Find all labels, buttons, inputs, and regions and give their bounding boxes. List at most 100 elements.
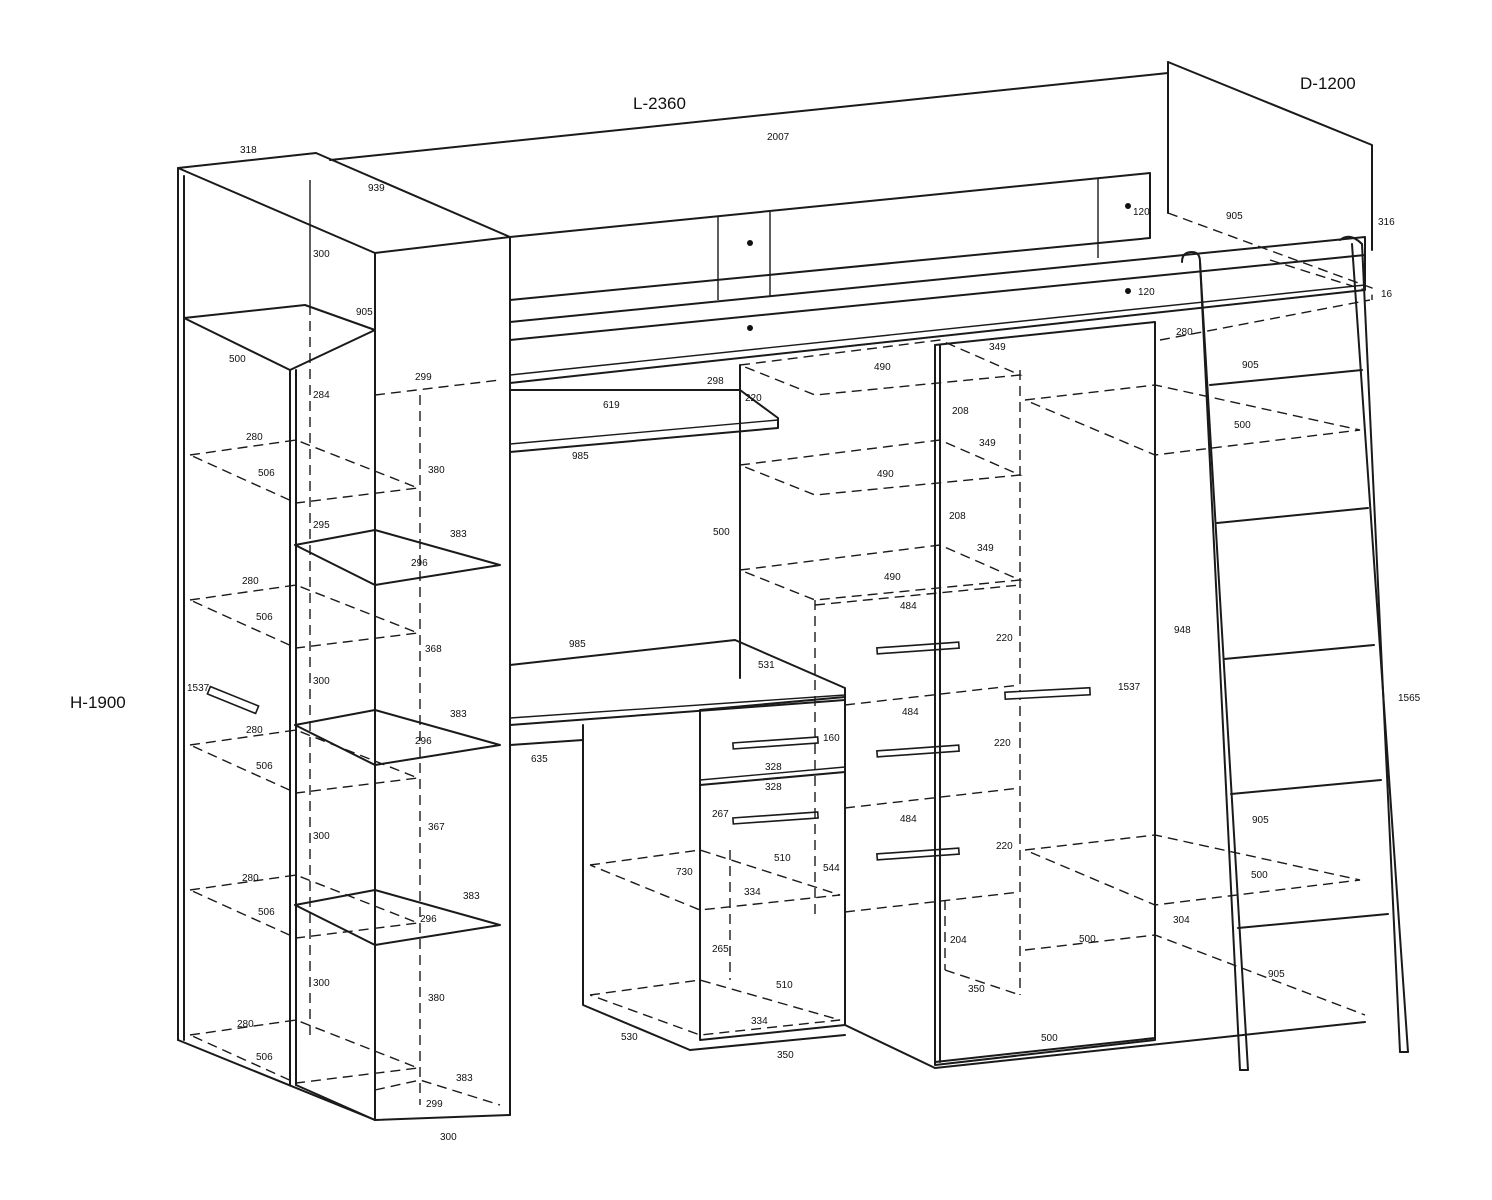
dimension-label: 905	[1268, 969, 1285, 980]
dimension-label: 500	[1041, 1033, 1058, 1044]
dimension-label: 220	[745, 393, 762, 404]
dimension-label: 299	[415, 372, 432, 383]
dimension-label: 328	[765, 782, 782, 793]
middle-shelf-unit	[739, 339, 1023, 996]
dimension-label: 204	[950, 935, 967, 946]
dimension-label: 500	[1079, 934, 1096, 945]
dimension-label: 500	[1234, 420, 1251, 431]
dimension-label: 220	[996, 633, 1013, 644]
dimension-label: 160	[823, 733, 840, 744]
dimension-label: 484	[902, 707, 919, 718]
dimension-label: 490	[874, 362, 891, 373]
dimension-label: 304	[1173, 915, 1190, 926]
dimension-label: 730	[676, 867, 693, 878]
dimension-label: 267	[712, 809, 729, 820]
dimension-label: 349	[989, 342, 1006, 353]
dimension-label: 506	[256, 612, 273, 623]
overall-height-label: H-1900	[70, 693, 126, 712]
dimension-label: 334	[751, 1016, 768, 1027]
dimension-label: 368	[425, 644, 442, 655]
dimension-label: 544	[823, 863, 840, 874]
overall-depth-label: D-1200	[1300, 74, 1356, 93]
dimension-label: 510	[774, 853, 791, 864]
dimension-label: 367	[428, 822, 445, 833]
dimension-label: 948	[1174, 625, 1191, 636]
dimension-label: 16	[1381, 289, 1393, 300]
dimension-label: 506	[256, 1052, 273, 1063]
desk-drawer-unit	[589, 696, 846, 1051]
dimension-label: 531	[758, 660, 775, 671]
dimension-label: 1537	[1118, 682, 1141, 693]
dimension-label: 300	[313, 249, 330, 260]
dimension-label: 296	[420, 914, 437, 925]
dimension-label: 300	[313, 978, 330, 989]
dimension-label: 296	[411, 558, 428, 569]
bed-frame	[329, 61, 1373, 384]
dimension-label: 295	[313, 520, 330, 531]
dimension-label: 220	[994, 738, 1011, 749]
dimension-label: 265	[712, 944, 729, 955]
dimension-label: 280	[246, 725, 263, 736]
dimension-label: 316	[1378, 217, 1395, 228]
desk-area	[509, 364, 846, 1051]
overall-length-label: L-2360	[633, 94, 686, 113]
wardrobe	[844, 299, 1371, 1069]
dimension-label: 500	[1251, 870, 1268, 881]
dimension-label: 1537	[187, 683, 210, 694]
dimension-label: 635	[531, 754, 548, 765]
dimension-label: 380	[428, 465, 445, 476]
dimension-label: 1565	[1398, 693, 1421, 704]
dimension-label: 280	[237, 1019, 254, 1030]
dimension-label: 484	[900, 601, 917, 612]
dimension-label: 318	[240, 145, 257, 156]
wardrobe-handle	[1004, 686, 1091, 701]
dimension-label: 300	[440, 1132, 457, 1143]
dimension-label: 383	[450, 709, 467, 720]
dimension-label: 380	[428, 993, 445, 1004]
dimension-label: 506	[258, 907, 275, 918]
dimension-label: 296	[415, 736, 432, 747]
dimension-label: 298	[707, 376, 724, 387]
dimension-label: 300	[313, 676, 330, 687]
drawer-handle-top	[732, 736, 819, 750]
dimension-label: 383	[450, 529, 467, 540]
dimension-label: 490	[884, 572, 901, 583]
dimension-label: 280	[246, 432, 263, 443]
dimension-label: 349	[979, 438, 996, 449]
dimension-label: 985	[572, 451, 589, 462]
dimension-label: 510	[776, 980, 793, 991]
dimension-label: 350	[968, 984, 985, 995]
dimension-label: 120	[1138, 287, 1155, 298]
dimension-label: 506	[258, 468, 275, 479]
dimension-label: 300	[313, 831, 330, 842]
dimension-label: 905	[1226, 211, 1243, 222]
dimension-label: 280	[242, 576, 259, 587]
dimension-label: 280	[242, 873, 259, 884]
dimension-label: 484	[900, 814, 917, 825]
dimension-label: 619	[603, 400, 620, 411]
dimension-label: 280	[1176, 327, 1193, 338]
drawer-handle-bottom	[732, 811, 819, 825]
dimension-label: 506	[256, 761, 273, 772]
dimension-label: 349	[977, 543, 994, 554]
dimension-labels: 3189393009055002007120120905316162992842…	[187, 132, 1421, 1143]
dimension-label: 208	[949, 511, 966, 522]
dimension-label: 905	[356, 307, 373, 318]
dimension-label: 490	[877, 469, 894, 480]
dimension-label: 220	[996, 841, 1013, 852]
dimension-label: 334	[744, 887, 761, 898]
dimension-label: 350	[777, 1050, 794, 1061]
dimension-label: 500	[713, 527, 730, 538]
dimension-label: 500	[229, 354, 246, 365]
left-door-handle	[206, 685, 260, 715]
dimension-label: 120	[1133, 207, 1150, 218]
ladder	[1181, 235, 1409, 1071]
dimension-label: 383	[456, 1073, 473, 1084]
dimension-label: 530	[621, 1032, 638, 1043]
dimension-label: 905	[1242, 360, 1259, 371]
dimension-label: 208	[952, 406, 969, 417]
dimension-label: 939	[368, 183, 385, 194]
dimension-label: 284	[313, 390, 330, 401]
dimension-label: 383	[463, 891, 480, 902]
